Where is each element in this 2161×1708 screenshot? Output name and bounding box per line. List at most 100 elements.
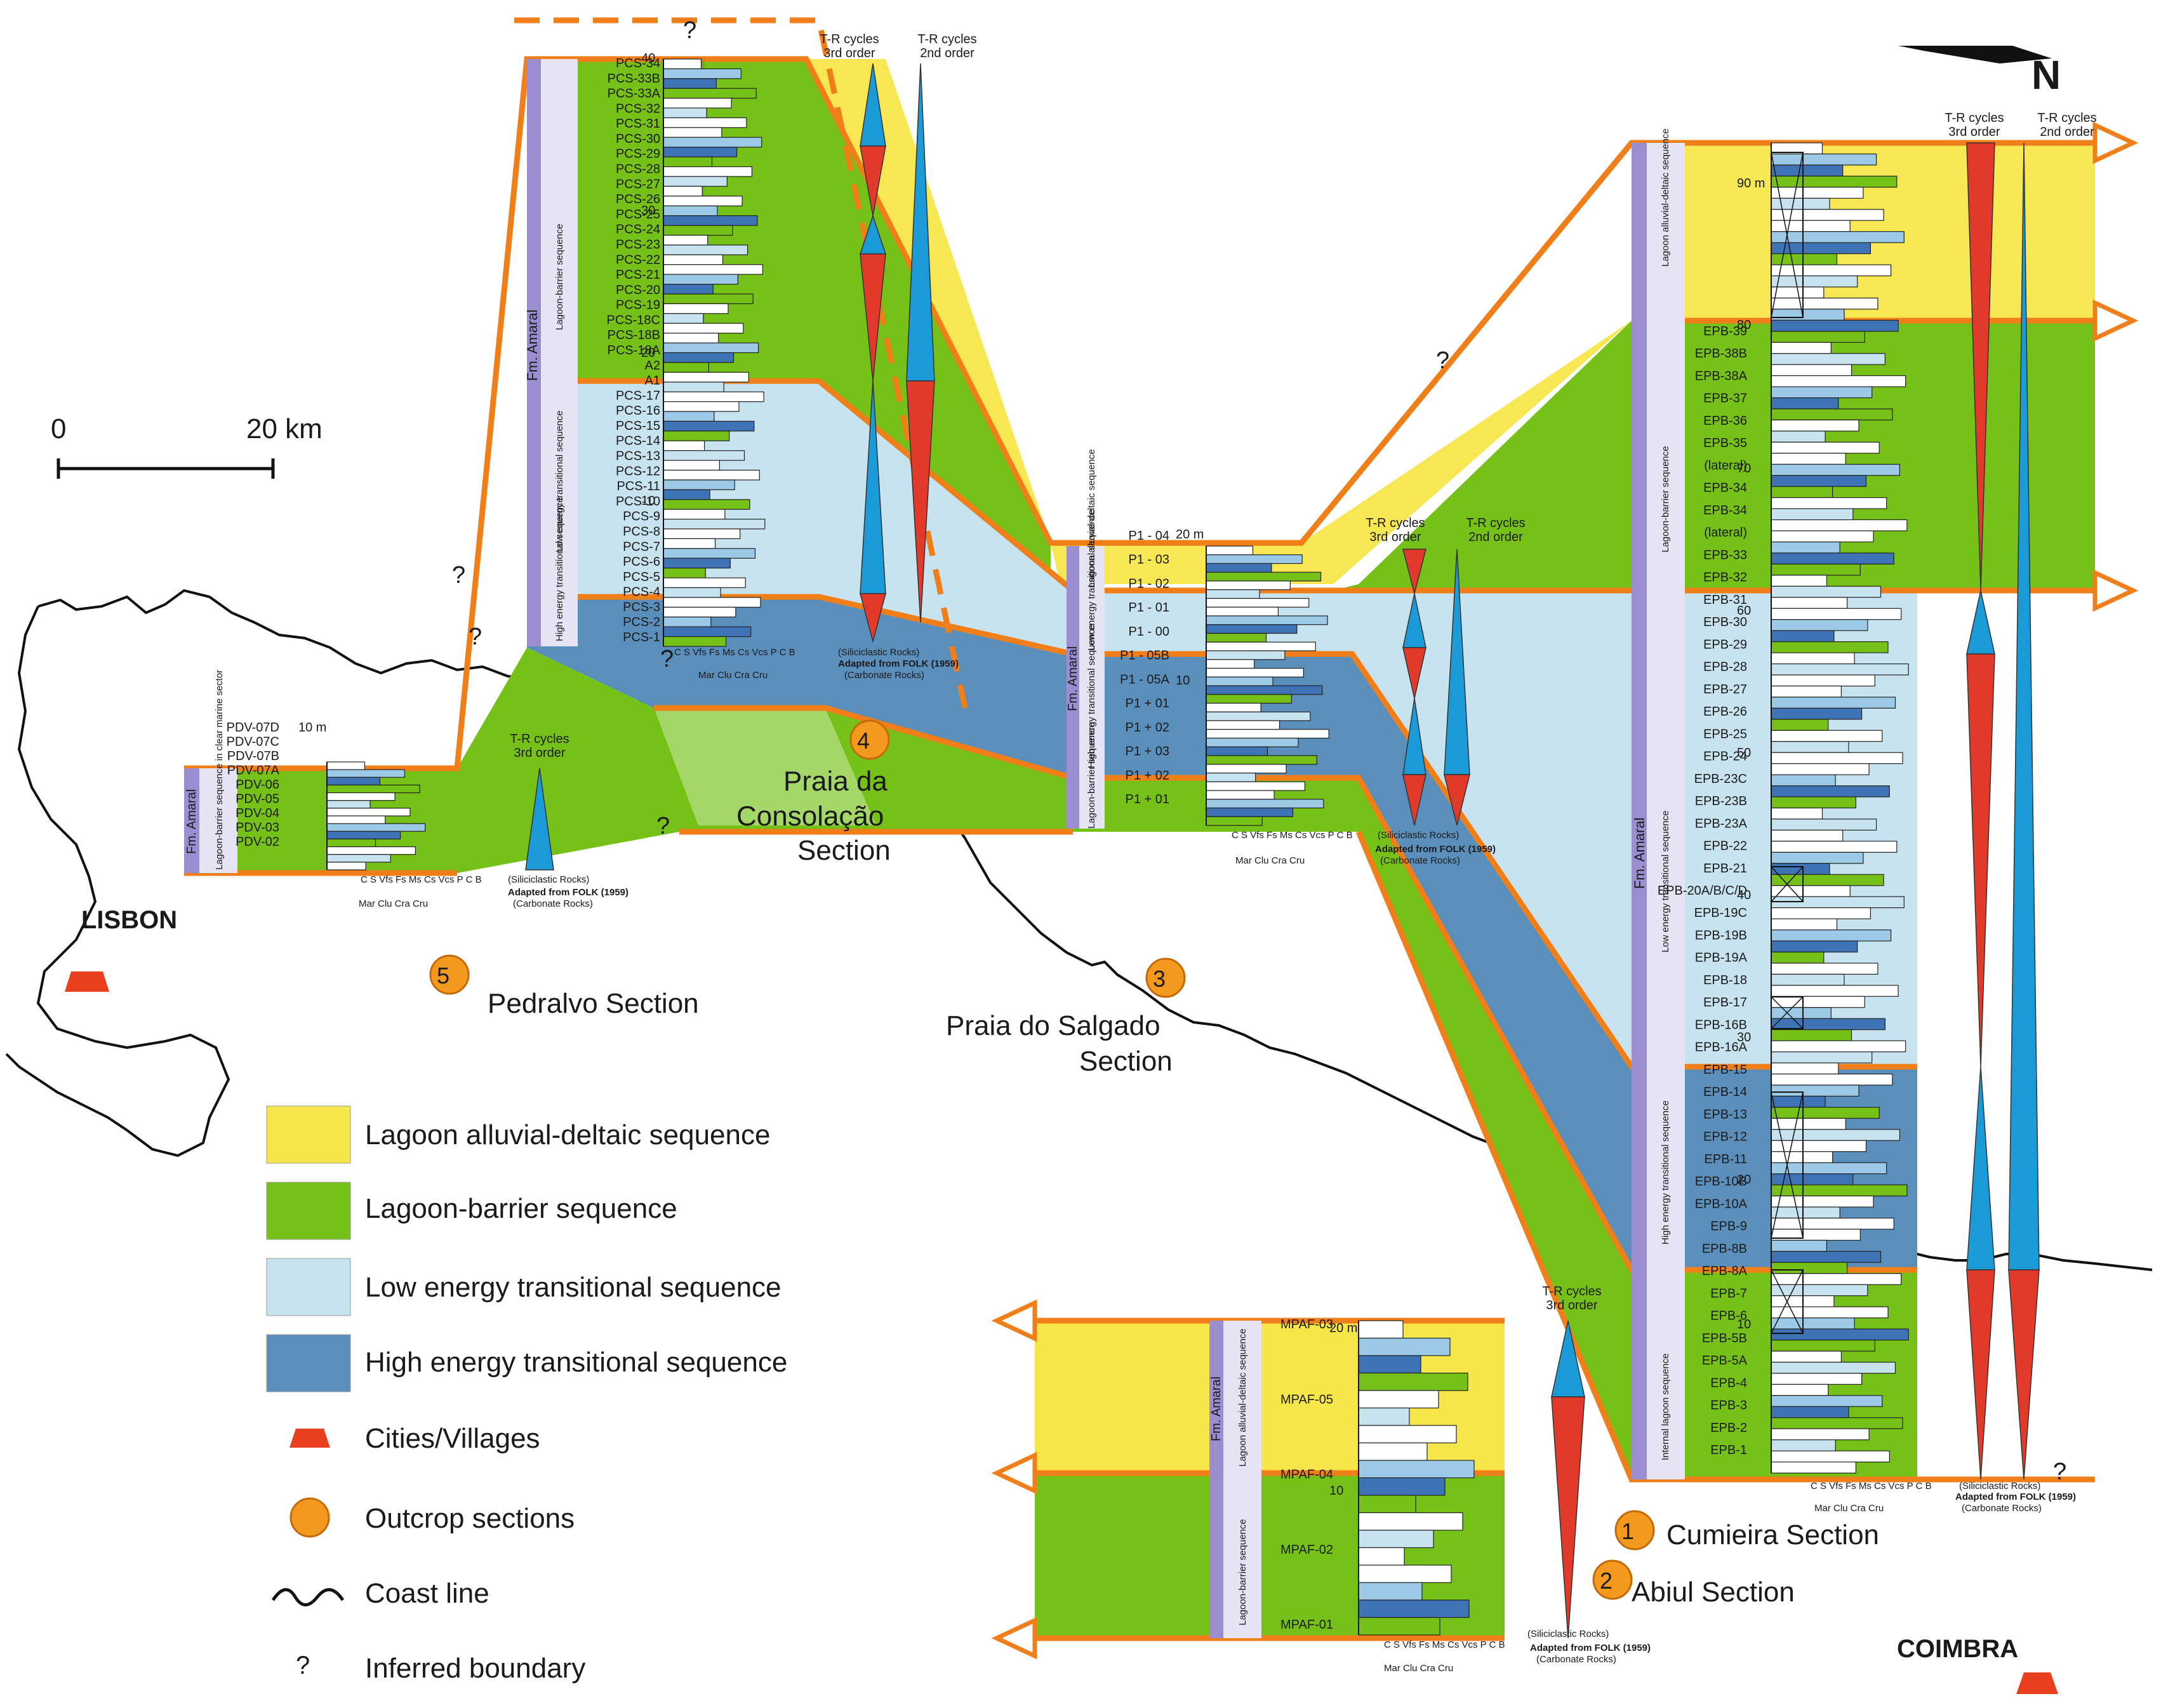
lithology-bed xyxy=(1771,1373,1863,1385)
sample-label: PCS-9 xyxy=(623,510,660,524)
lithology-bed xyxy=(1771,1406,1849,1418)
lithology-bed xyxy=(1771,1317,1855,1330)
lithology-bed xyxy=(663,352,735,363)
svg-text:COIMBRA: COIMBRA xyxy=(1897,1635,2018,1663)
svg-text:Inferred boundary: Inferred boundary xyxy=(365,1653,585,1684)
sample-label: EPB-39 xyxy=(1703,324,1747,338)
lithology-bed xyxy=(1358,1355,1421,1374)
sample-label: P1 - 04 xyxy=(1129,529,1169,543)
sample-label: EPB-6 xyxy=(1710,1309,1747,1323)
lithology-bed xyxy=(1358,1582,1423,1601)
column-pcs xyxy=(527,58,766,647)
lithology-bed xyxy=(1771,630,1835,643)
lithology-bed xyxy=(1206,624,1298,634)
svg-text:(Siliciclastic Rocks): (Siliciclastic Rocks) xyxy=(1959,1481,2040,1491)
sample-label: EPB-3 xyxy=(1710,1399,1747,1413)
city-trapezoid-icon xyxy=(65,971,109,992)
legend-item-inferred: ? Inferred boundary xyxy=(296,1651,585,1684)
covered-interval-cross xyxy=(1771,996,1804,1029)
lithology-bed xyxy=(1771,1339,1875,1352)
lithology-bed xyxy=(663,313,704,324)
legend-item-low-energy: Low energy transitional sequence xyxy=(266,1258,781,1316)
lithology-bed xyxy=(1771,1439,1836,1451)
lithology-bed xyxy=(663,225,733,236)
lithology-bed xyxy=(1358,1565,1452,1584)
sample-label: EPB-23B xyxy=(1695,794,1747,808)
sample-label: PCS-26 xyxy=(616,192,660,206)
depth-tick: 20 xyxy=(1737,1173,1751,1187)
lithology-bed xyxy=(1771,419,1859,432)
lithology-bed xyxy=(326,769,406,778)
transgressive-triangle xyxy=(860,145,886,217)
tr-header-epb-3rd: T-R cycles 3rd order xyxy=(1945,111,2004,139)
lithology-bed xyxy=(326,777,380,786)
lithology-bed xyxy=(1771,985,1899,997)
svg-text:(Carbonate Rocks): (Carbonate Rocks) xyxy=(513,898,593,909)
regressive-triangle xyxy=(1966,590,1995,655)
lithology-bed xyxy=(663,333,719,344)
lithology-bed xyxy=(1771,829,1844,842)
lithology-bed xyxy=(663,323,744,334)
sample-label: EPB-26 xyxy=(1703,705,1747,719)
tr-header-p1-2nd: T-R cycles 2nd order xyxy=(1466,516,1525,544)
sample-label: PCS-8 xyxy=(623,524,660,538)
formation-bar xyxy=(1067,546,1079,829)
lithology-bed xyxy=(1771,1306,1889,1319)
svg-text:Adapted from FOLK (1959): Adapted from FOLK (1959) xyxy=(508,887,628,898)
sample-label: EPB-22 xyxy=(1703,839,1747,853)
sample-label: PCS-30 xyxy=(616,132,660,146)
lithology-bed xyxy=(1771,1417,1903,1429)
lithology-bed xyxy=(1358,1390,1439,1409)
sample-label: PCS-7 xyxy=(623,540,660,554)
seq-label-epb-internal: Internal lagoon sequence xyxy=(1660,1354,1671,1460)
tr-header-mpaf-3rd: T-R cycles 3rd order xyxy=(1542,1284,1601,1312)
tr-header-pcs-3rd: T-R cycles 3rd order xyxy=(820,32,879,60)
transgressive-triangle xyxy=(1966,1269,1995,1480)
lithology-bed xyxy=(663,626,752,637)
sample-label: PCS-17 xyxy=(616,389,660,403)
svg-text:Adapted from FOLK (1959): Adapted from FOLK (1959) xyxy=(838,658,959,669)
sample-label: P1 + 02 xyxy=(1125,768,1169,782)
sample-label: EPB-19B xyxy=(1695,928,1747,942)
lithology-bed xyxy=(1206,755,1317,765)
transgressive-triangle xyxy=(1444,774,1470,826)
lithology-bed xyxy=(663,528,741,540)
svg-text:(Carbonate Rocks): (Carbonate Rocks) xyxy=(1962,1503,2042,1514)
transgressive-triangle xyxy=(1402,774,1426,826)
sample-label: EPB-18 xyxy=(1703,973,1747,987)
lithology-bed xyxy=(1771,963,1878,975)
lithology-bed xyxy=(1771,785,1890,797)
svg-text:Lagoon alluvial-deltaic sequen: Lagoon alluvial-deltaic sequence xyxy=(365,1119,770,1151)
lithology-bed xyxy=(663,196,743,206)
lithology-bed xyxy=(1771,1351,1842,1363)
svg-text:3rd order: 3rd order xyxy=(1948,125,2000,139)
lithology-bed xyxy=(1771,807,1823,820)
tr-header-pdv-3rd: T-R cycles 3rd order xyxy=(510,732,569,760)
seq-label-p1-high: High energy transitional sequence xyxy=(1086,624,1097,768)
lithology-bed xyxy=(1771,1450,1890,1463)
lithology-bed xyxy=(1771,851,1864,864)
transgressive-triangle xyxy=(1966,142,1995,591)
lithology-bed xyxy=(663,205,718,217)
svg-text:?: ? xyxy=(683,17,696,44)
svg-text:Lagoon-barrier sequence: Lagoon-barrier sequence xyxy=(365,1193,677,1224)
lithology-bed xyxy=(1206,563,1272,573)
lithology-bed xyxy=(1771,996,1865,1008)
lithology-bed xyxy=(663,166,752,177)
lithology-bed xyxy=(1206,650,1286,660)
svg-text:3rd order: 3rd order xyxy=(1369,530,1421,544)
lithology-bed xyxy=(1771,563,1861,576)
sample-label: A1 xyxy=(645,374,660,388)
lithology-bed xyxy=(1771,375,1906,387)
sample-label: PCS-11 xyxy=(616,479,660,493)
lithology-bed xyxy=(663,440,705,451)
lithology-bed xyxy=(1358,1407,1410,1426)
lithology-bed xyxy=(663,557,731,569)
legend-item-coast: Coast line xyxy=(271,1578,489,1609)
lithology-bed xyxy=(1358,1442,1428,1461)
boundary-flag-icon xyxy=(2092,569,2139,612)
sample-label: EPB-8A xyxy=(1702,1264,1748,1278)
sample-label: PDV-03 xyxy=(236,821,279,835)
seq-label-pcs-high: High energy transitional sequence xyxy=(554,497,565,641)
sample-label: EPB-12 xyxy=(1703,1130,1747,1144)
